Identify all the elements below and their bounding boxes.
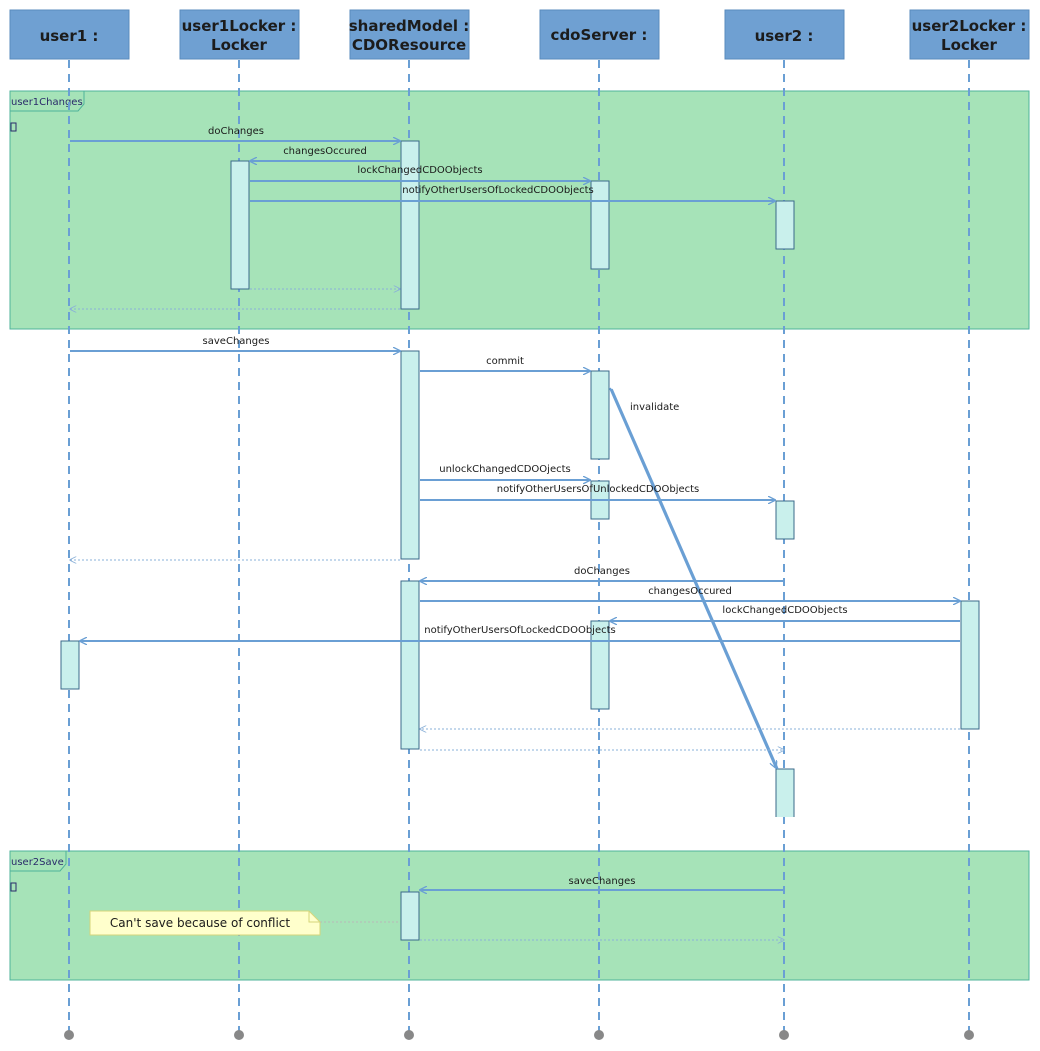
header-label: cdoServer : bbox=[551, 26, 648, 44]
activation-bar bbox=[775, 200, 795, 250]
fragment-user1-changes: user1Changes bbox=[9, 90, 1030, 330]
message-label: doChanges bbox=[574, 566, 630, 577]
activation-bar bbox=[960, 600, 980, 730]
header-type: Locker bbox=[211, 36, 268, 54]
lifeline-header-cdoserver[interactable]: cdoServer : bbox=[539, 9, 660, 60]
message-label: invalidate bbox=[630, 402, 679, 413]
message-label: changesOccured bbox=[648, 586, 732, 597]
activations bbox=[60, 140, 980, 941]
end-dot bbox=[64, 1030, 74, 1040]
message-label: lockChangedCDOObjects bbox=[722, 605, 847, 616]
message-label: notifyOtherUsersOfLockedCDOObjects bbox=[424, 625, 615, 636]
message-label: saveChanges bbox=[569, 876, 636, 887]
lifeline-header-user1[interactable]: user1 : bbox=[9, 9, 130, 60]
message-label: doChanges bbox=[208, 126, 264, 137]
activation-bar bbox=[400, 140, 420, 310]
header-label: sharedModel : bbox=[349, 17, 470, 35]
end-dot bbox=[404, 1030, 414, 1040]
activation-bar bbox=[775, 500, 795, 540]
message-arrow[interactable] bbox=[609, 387, 776, 768]
header-label: user1 : bbox=[40, 27, 99, 45]
activation-bar bbox=[230, 160, 250, 290]
message-label: lockChangedCDOObjects bbox=[357, 165, 482, 176]
header-type: CDOResource bbox=[352, 36, 466, 54]
message-label: notifyOtherUsersOfUnlockedCDOObjects bbox=[497, 484, 700, 495]
activation-bar bbox=[400, 580, 420, 750]
lifelines bbox=[68, 60, 970, 1035]
end-dot bbox=[964, 1030, 974, 1040]
lifeline-header-user2[interactable]: user2 : bbox=[724, 9, 845, 60]
end-dot bbox=[234, 1030, 244, 1040]
message-label: saveChanges bbox=[203, 336, 270, 347]
header-label: user2 : bbox=[755, 27, 814, 45]
lifeline-ends bbox=[64, 1030, 974, 1040]
message-label: unlockChangedCDOOjects bbox=[439, 464, 570, 475]
fragment-label: user1Changes bbox=[11, 97, 83, 108]
end-dot bbox=[779, 1030, 789, 1040]
message-label: notifyOtherUsersOfLockedCDOObjects bbox=[402, 185, 593, 196]
activation-bar bbox=[590, 180, 610, 270]
activation-bar bbox=[590, 620, 610, 710]
header-label: user2Locker : bbox=[912, 17, 1027, 35]
activation-bar bbox=[590, 370, 610, 460]
note-text: Can't save because of conflict bbox=[110, 916, 290, 930]
header-type: Locker bbox=[941, 36, 998, 54]
activation-bar bbox=[400, 891, 420, 941]
message-label: commit bbox=[486, 356, 524, 367]
lifeline-header-user1locker[interactable]: user1Locker : Locker bbox=[179, 9, 300, 60]
header-label: user1Locker : bbox=[182, 17, 297, 35]
end-dot bbox=[594, 1030, 604, 1040]
message-label: changesOccured bbox=[283, 146, 367, 157]
fragment-label: user2Save bbox=[11, 857, 64, 868]
lifeline-header-sharedmodel[interactable]: sharedModel : CDOResource bbox=[349, 9, 470, 60]
activation-bar bbox=[775, 768, 795, 817]
activation-bar bbox=[400, 350, 420, 560]
activation-bar bbox=[60, 640, 80, 690]
note[interactable]: Can't save because of conflict bbox=[89, 910, 400, 936]
messages: doChanges changesOccured lockChangedCDOO… bbox=[70, 126, 960, 940]
lifeline-header-user2locker[interactable]: user2Locker : Locker bbox=[909, 9, 1030, 60]
